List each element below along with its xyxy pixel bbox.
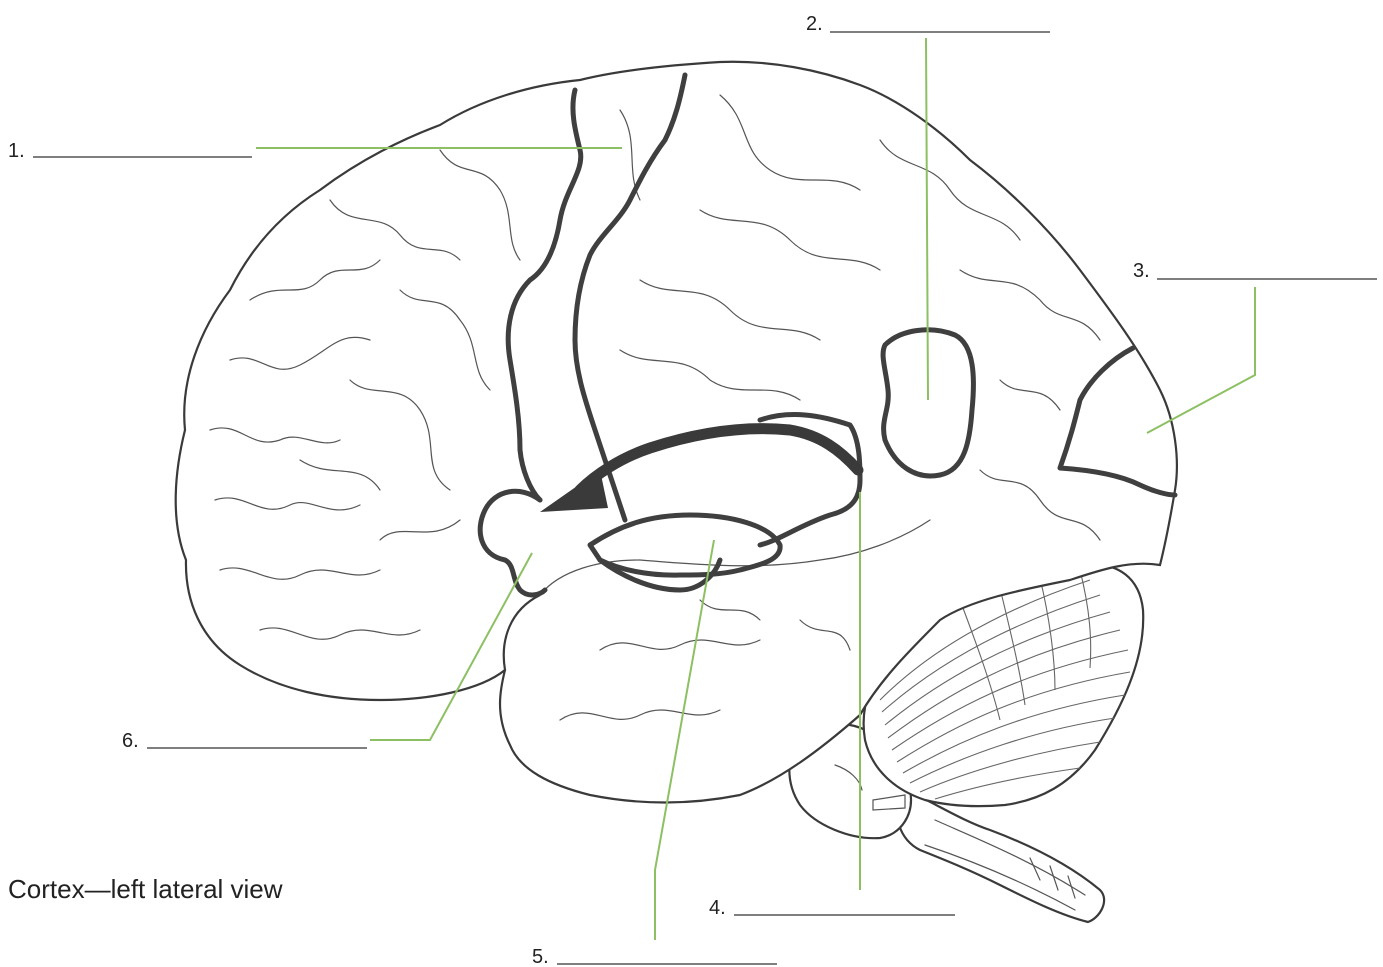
label-1-number: 1. xyxy=(8,140,25,162)
label-3-number: 3. xyxy=(1133,260,1150,282)
label-2-number: 2. xyxy=(806,13,823,35)
label-4-number: 4. xyxy=(709,897,726,919)
label-5-number: 5. xyxy=(532,946,549,967)
label-6-number: 6. xyxy=(122,730,139,752)
brainstem xyxy=(898,790,1104,922)
label-1: 1. xyxy=(8,140,252,162)
label-4: 4. xyxy=(709,897,955,919)
label-5: 5. xyxy=(532,946,777,967)
label-6: 6. xyxy=(122,730,367,752)
label-3: 3. xyxy=(1133,260,1377,282)
label-2: 2. xyxy=(806,13,1050,35)
figure-caption: Cortex—left lateral view xyxy=(8,874,283,905)
